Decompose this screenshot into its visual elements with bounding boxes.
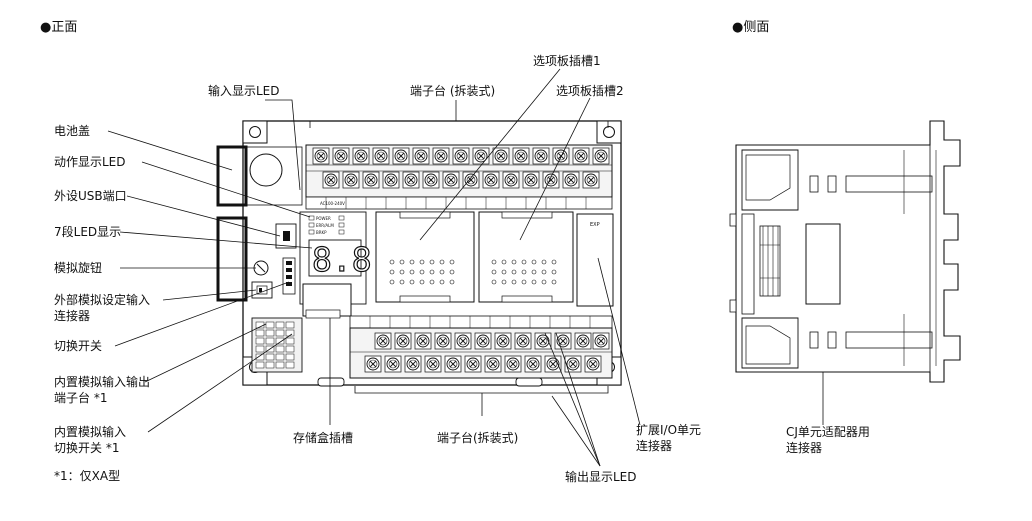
leader-lines: [107, 68, 824, 467]
label-ext-analog-2: 连接器: [54, 309, 91, 323]
plc-side-view: [729, 120, 961, 383]
label-expansion-2: 连接器: [636, 439, 673, 453]
din-clip: [317, 377, 345, 387]
mount-hole-icon: [603, 126, 615, 138]
err-mark: ERR/ALM: [316, 223, 334, 228]
label-usb-port: 外设USB端口: [54, 189, 127, 203]
highlight-battery: [216, 145, 248, 207]
expansion-connector-cover: [576, 213, 614, 307]
side-view-heading: ●侧面: [732, 20, 770, 35]
highlight-left-panel: [216, 216, 248, 302]
label-builtin-sw-1: 内置模拟输入: [54, 425, 127, 439]
option-slot-2: [478, 211, 574, 303]
brkp-mark: BRKP: [316, 230, 327, 235]
seven-segment-display: [308, 239, 362, 277]
label-builtin-io-2: 端子台 *1: [54, 391, 108, 405]
slot-2-pins: [491, 259, 557, 285]
label-terminal-bottom: 端子台(拆装式): [437, 431, 519, 445]
label-output-led: 输出显示LED: [565, 470, 637, 484]
mount-hole-icon: [249, 126, 261, 138]
label-run-led: 动作显示LED: [54, 155, 126, 169]
power-mark: POWER: [316, 216, 331, 221]
label-builtin-sw-2: 切换开关 *1: [54, 441, 120, 455]
label-builtin-io-1: 内置模拟输入输出: [54, 375, 151, 389]
label-cj-adapter-1: CJ单元适配器用: [786, 425, 870, 439]
ac-mark: AC100-240V: [320, 201, 345, 206]
label-terminal-top: 端子台 (拆装式): [410, 84, 496, 98]
footnote: *1：仅XA型: [54, 469, 121, 483]
label-switch: 切换开关: [54, 339, 103, 353]
label-memory-slot: 存储盒插槽: [293, 431, 354, 445]
label-option-slot-1: 选项板插槽1: [533, 54, 601, 68]
label-expansion-1: 扩展I/O单元: [636, 423, 702, 437]
label-battery-cover: 电池盖: [54, 124, 91, 138]
plc-front-view: AC100-240V IN POWER ERR/ALM BRKP 8.8.: [216, 120, 622, 387]
front-view-heading: ●正面: [40, 20, 78, 35]
slot-1-pins: [389, 259, 455, 285]
battery-cover: [249, 153, 283, 187]
label-ext-analog-1: 外部模拟设定输入: [54, 293, 151, 307]
cj-adapter-connector: [805, 223, 841, 305]
label-option-slot-2: 选项板插槽2: [556, 84, 624, 98]
din-clip: [515, 377, 543, 387]
label-analog-knob: 模拟旋钮: [54, 261, 103, 275]
side-connector: [759, 225, 781, 297]
label-cj-adapter-2: 连接器: [786, 441, 823, 455]
label-seven-seg: 7段LED显示: [54, 225, 122, 239]
option-slot-1: [375, 211, 475, 303]
label-input-led: 输入显示LED: [208, 84, 280, 98]
exp-mark: EXP: [590, 222, 600, 228]
